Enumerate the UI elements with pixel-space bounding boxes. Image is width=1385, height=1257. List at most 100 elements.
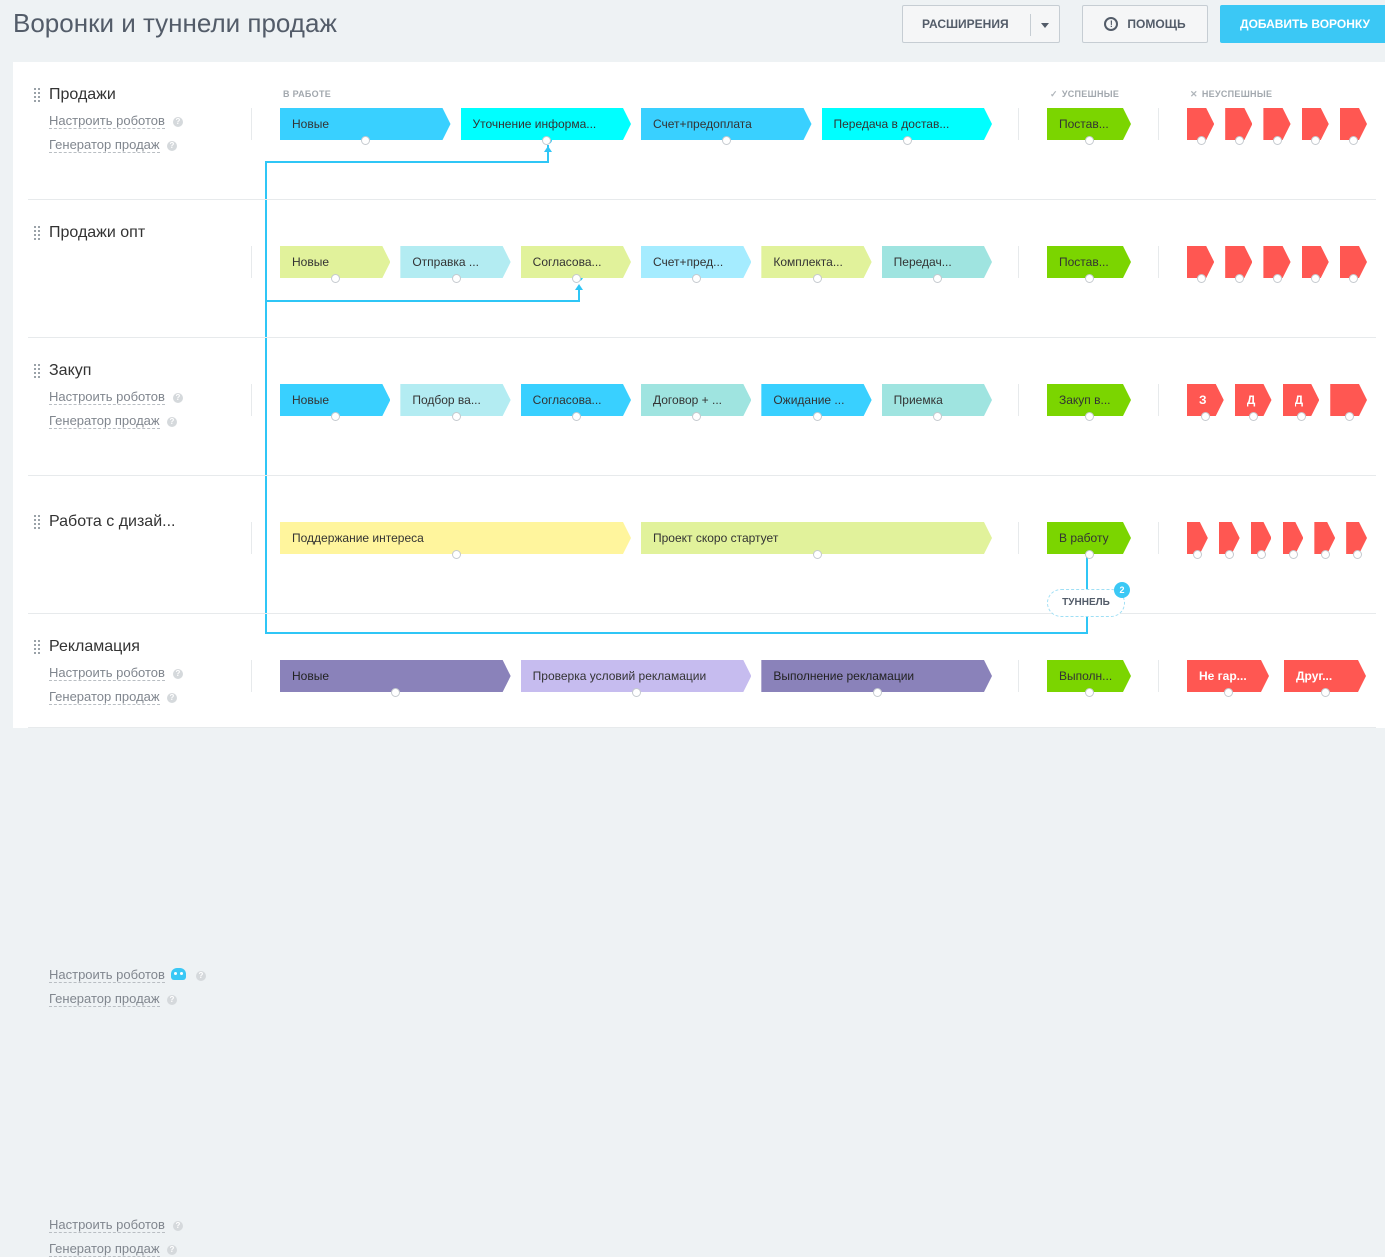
fail-stage-chip[interactable]: Д — [1283, 384, 1320, 416]
stage-chip[interactable]: Счет+предоплата — [641, 108, 812, 140]
stage-connector-dot[interactable] — [1311, 274, 1321, 283]
stage-connector-dot[interactable] — [692, 274, 702, 283]
stage-connector-dot[interactable] — [361, 136, 371, 145]
help-icon[interactable]: ? — [173, 117, 183, 127]
funnel-name[interactable]: Работа с дизай... — [49, 513, 176, 530]
help-icon[interactable]: ? — [167, 693, 177, 703]
stage-connector-dot[interactable] — [451, 412, 461, 421]
stage-connector-dot[interactable] — [1085, 274, 1094, 283]
drag-handle-icon[interactable] — [34, 88, 41, 102]
stage-connector-dot[interactable] — [451, 274, 461, 283]
stage-connector-dot[interactable] — [1085, 136, 1094, 145]
stage-connector-dot[interactable] — [692, 412, 702, 421]
success-stage-chip[interactable]: Закуп в... — [1047, 384, 1131, 416]
stage-connector-dot[interactable] — [1196, 136, 1206, 145]
stage-chip[interactable]: Ожидание ... — [761, 384, 871, 416]
stage-connector-dot[interactable] — [1344, 412, 1354, 421]
fail-stage-chip[interactable]: Не гар... — [1187, 660, 1269, 692]
sales-generator-link[interactable]: Генератор продаж — [49, 991, 160, 1007]
stage-connector-dot[interactable] — [1321, 688, 1330, 697]
stage-chip[interactable]: Подбор ва... — [400, 384, 510, 416]
stage-chip[interactable]: Счет+пред... — [641, 246, 751, 278]
fail-stage-chip[interactable] — [1187, 522, 1208, 554]
stage-connector-dot[interactable] — [1085, 688, 1094, 697]
stage-connector-dot[interactable] — [872, 688, 882, 697]
stage-connector-dot[interactable] — [1201, 412, 1211, 421]
stage-connector-dot[interactable] — [451, 550, 461, 559]
configure-robots-link[interactable]: Настроить роботов — [49, 1217, 165, 1233]
fail-stage-chip[interactable] — [1219, 522, 1240, 554]
stage-connector-dot[interactable] — [1196, 274, 1206, 283]
stage-connector-dot[interactable] — [1273, 274, 1282, 283]
stage-connector-dot[interactable] — [932, 274, 942, 283]
stage-connector-dot[interactable] — [1257, 550, 1267, 559]
help-icon[interactable]: ? — [167, 1245, 177, 1255]
stage-connector-dot[interactable] — [571, 412, 581, 421]
stage-chip[interactable]: Новые — [280, 246, 390, 278]
fail-stage-chip[interactable] — [1251, 522, 1272, 554]
stage-connector-dot[interactable] — [1193, 550, 1203, 559]
fail-stage-chip[interactable] — [1314, 522, 1335, 554]
help-icon[interactable]: ? — [173, 1221, 183, 1231]
fail-stage-chip[interactable] — [1346, 522, 1367, 554]
stage-connector-dot[interactable] — [1349, 136, 1359, 145]
stage-connector-dot[interactable] — [1273, 136, 1282, 145]
help-icon[interactable]: ? — [167, 995, 177, 1005]
configure-robots-link[interactable]: Настроить роботов — [49, 665, 165, 681]
drag-handle-icon[interactable] — [34, 364, 41, 378]
stage-connector-dot[interactable] — [541, 136, 551, 145]
stage-chip[interactable]: Передача в достав... — [822, 108, 993, 140]
configure-robots-link[interactable]: Настроить роботов — [49, 967, 165, 983]
stage-connector-dot[interactable] — [1234, 274, 1244, 283]
help-icon[interactable]: ? — [173, 393, 183, 403]
help-icon[interactable]: ? — [196, 971, 206, 981]
stage-connector-dot[interactable] — [1085, 412, 1094, 421]
chevron-down-icon[interactable] — [1041, 23, 1049, 28]
stage-connector-dot[interactable] — [1352, 550, 1362, 559]
funnel-name[interactable]: Рекламация — [49, 638, 140, 655]
sales-generator-link[interactable]: Генератор продаж — [49, 689, 160, 705]
stage-chip[interactable]: Отправка ... — [400, 246, 510, 278]
stage-chip[interactable]: Новые — [280, 384, 390, 416]
stage-connector-dot[interactable] — [1320, 550, 1330, 559]
stage-connector-dot[interactable] — [1224, 688, 1233, 697]
stage-connector-dot[interactable] — [391, 688, 401, 697]
stage-chip[interactable]: Новые — [280, 108, 451, 140]
stage-connector-dot[interactable] — [1296, 412, 1306, 421]
fail-stage-chip[interactable] — [1330, 384, 1367, 416]
success-stage-chip[interactable]: Выполн... — [1047, 660, 1131, 692]
stage-chip[interactable]: Выполнение рекламации — [761, 660, 992, 692]
configure-robots-link[interactable]: Настроить роботов — [49, 113, 165, 129]
stage-connector-dot[interactable] — [1288, 550, 1298, 559]
funnel-name[interactable]: Закуп — [49, 362, 92, 379]
drag-handle-icon[interactable] — [34, 226, 41, 240]
stage-chip[interactable]: Согласова... — [521, 384, 631, 416]
tunnel-label[interactable]: ТУННЕЛЬ — [1047, 589, 1125, 617]
stage-connector-dot[interactable] — [1225, 550, 1235, 559]
stage-chip[interactable]: Согласова... — [521, 246, 631, 278]
fail-stage-chip[interactable]: Д — [1235, 384, 1272, 416]
stage-chip[interactable]: Проверка условий рекламации — [521, 660, 752, 692]
stage-connector-dot[interactable] — [1311, 136, 1321, 145]
stage-connector-dot[interactable] — [1349, 274, 1359, 283]
stage-chip[interactable]: Проект скоро стартует — [641, 522, 992, 554]
drag-handle-icon[interactable] — [34, 640, 41, 654]
stage-connector-dot[interactable] — [932, 412, 942, 421]
stage-chip[interactable]: Уточнение информа... — [461, 108, 632, 140]
success-stage-chip[interactable]: Постав... — [1047, 246, 1131, 278]
funnel-name[interactable]: Продажи — [49, 86, 116, 103]
sales-generator-link[interactable]: Генератор продаж — [49, 1241, 160, 1257]
stage-chip[interactable]: Приемка — [882, 384, 992, 416]
stage-connector-dot[interactable] — [331, 274, 341, 283]
stage-connector-dot[interactable] — [1234, 136, 1244, 145]
sales-generator-link[interactable]: Генератор продаж — [49, 413, 160, 429]
stage-connector-dot[interactable] — [902, 136, 912, 145]
help-button[interactable]: ! ПОМОЩЬ — [1082, 5, 1208, 43]
fail-stage-chip[interactable]: З — [1187, 384, 1224, 416]
stage-chip[interactable]: Новые — [280, 660, 511, 692]
stage-chip[interactable]: Поддержание интереса — [280, 522, 631, 554]
success-stage-chip[interactable]: Постав... — [1047, 108, 1131, 140]
success-stage-chip[interactable]: В работу — [1047, 522, 1131, 554]
stage-connector-dot[interactable] — [722, 136, 732, 145]
fail-stage-chip[interactable] — [1283, 522, 1304, 554]
